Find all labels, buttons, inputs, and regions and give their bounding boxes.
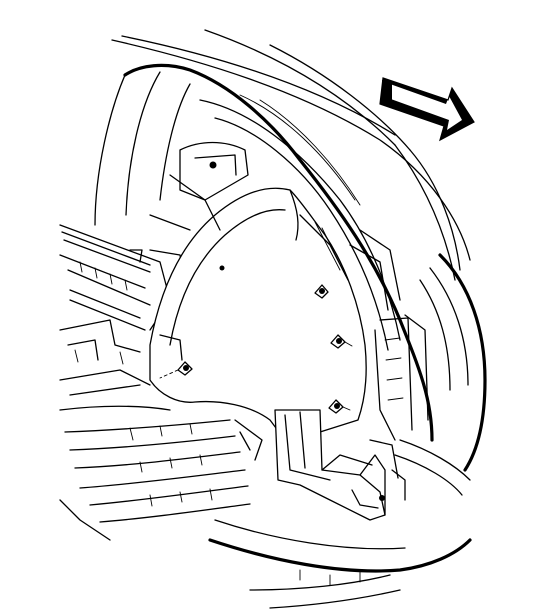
- retaining-nut: [328, 399, 351, 414]
- direction-arrow: [379, 77, 475, 142]
- bumper-fascia: [208, 229, 487, 609]
- splash-shield-bracket: [274, 409, 406, 521]
- fender-flare: [94, 29, 471, 442]
- retaining-nut-group: [159, 265, 353, 414]
- retaining-nut: [159, 361, 193, 379]
- lower-grille-slats: [59, 419, 263, 541]
- retaining-nut: [330, 334, 353, 349]
- engine-bay-detail: [59, 224, 186, 411]
- wheelhouse-panel: [149, 141, 367, 441]
- retaining-nut: [314, 284, 329, 299]
